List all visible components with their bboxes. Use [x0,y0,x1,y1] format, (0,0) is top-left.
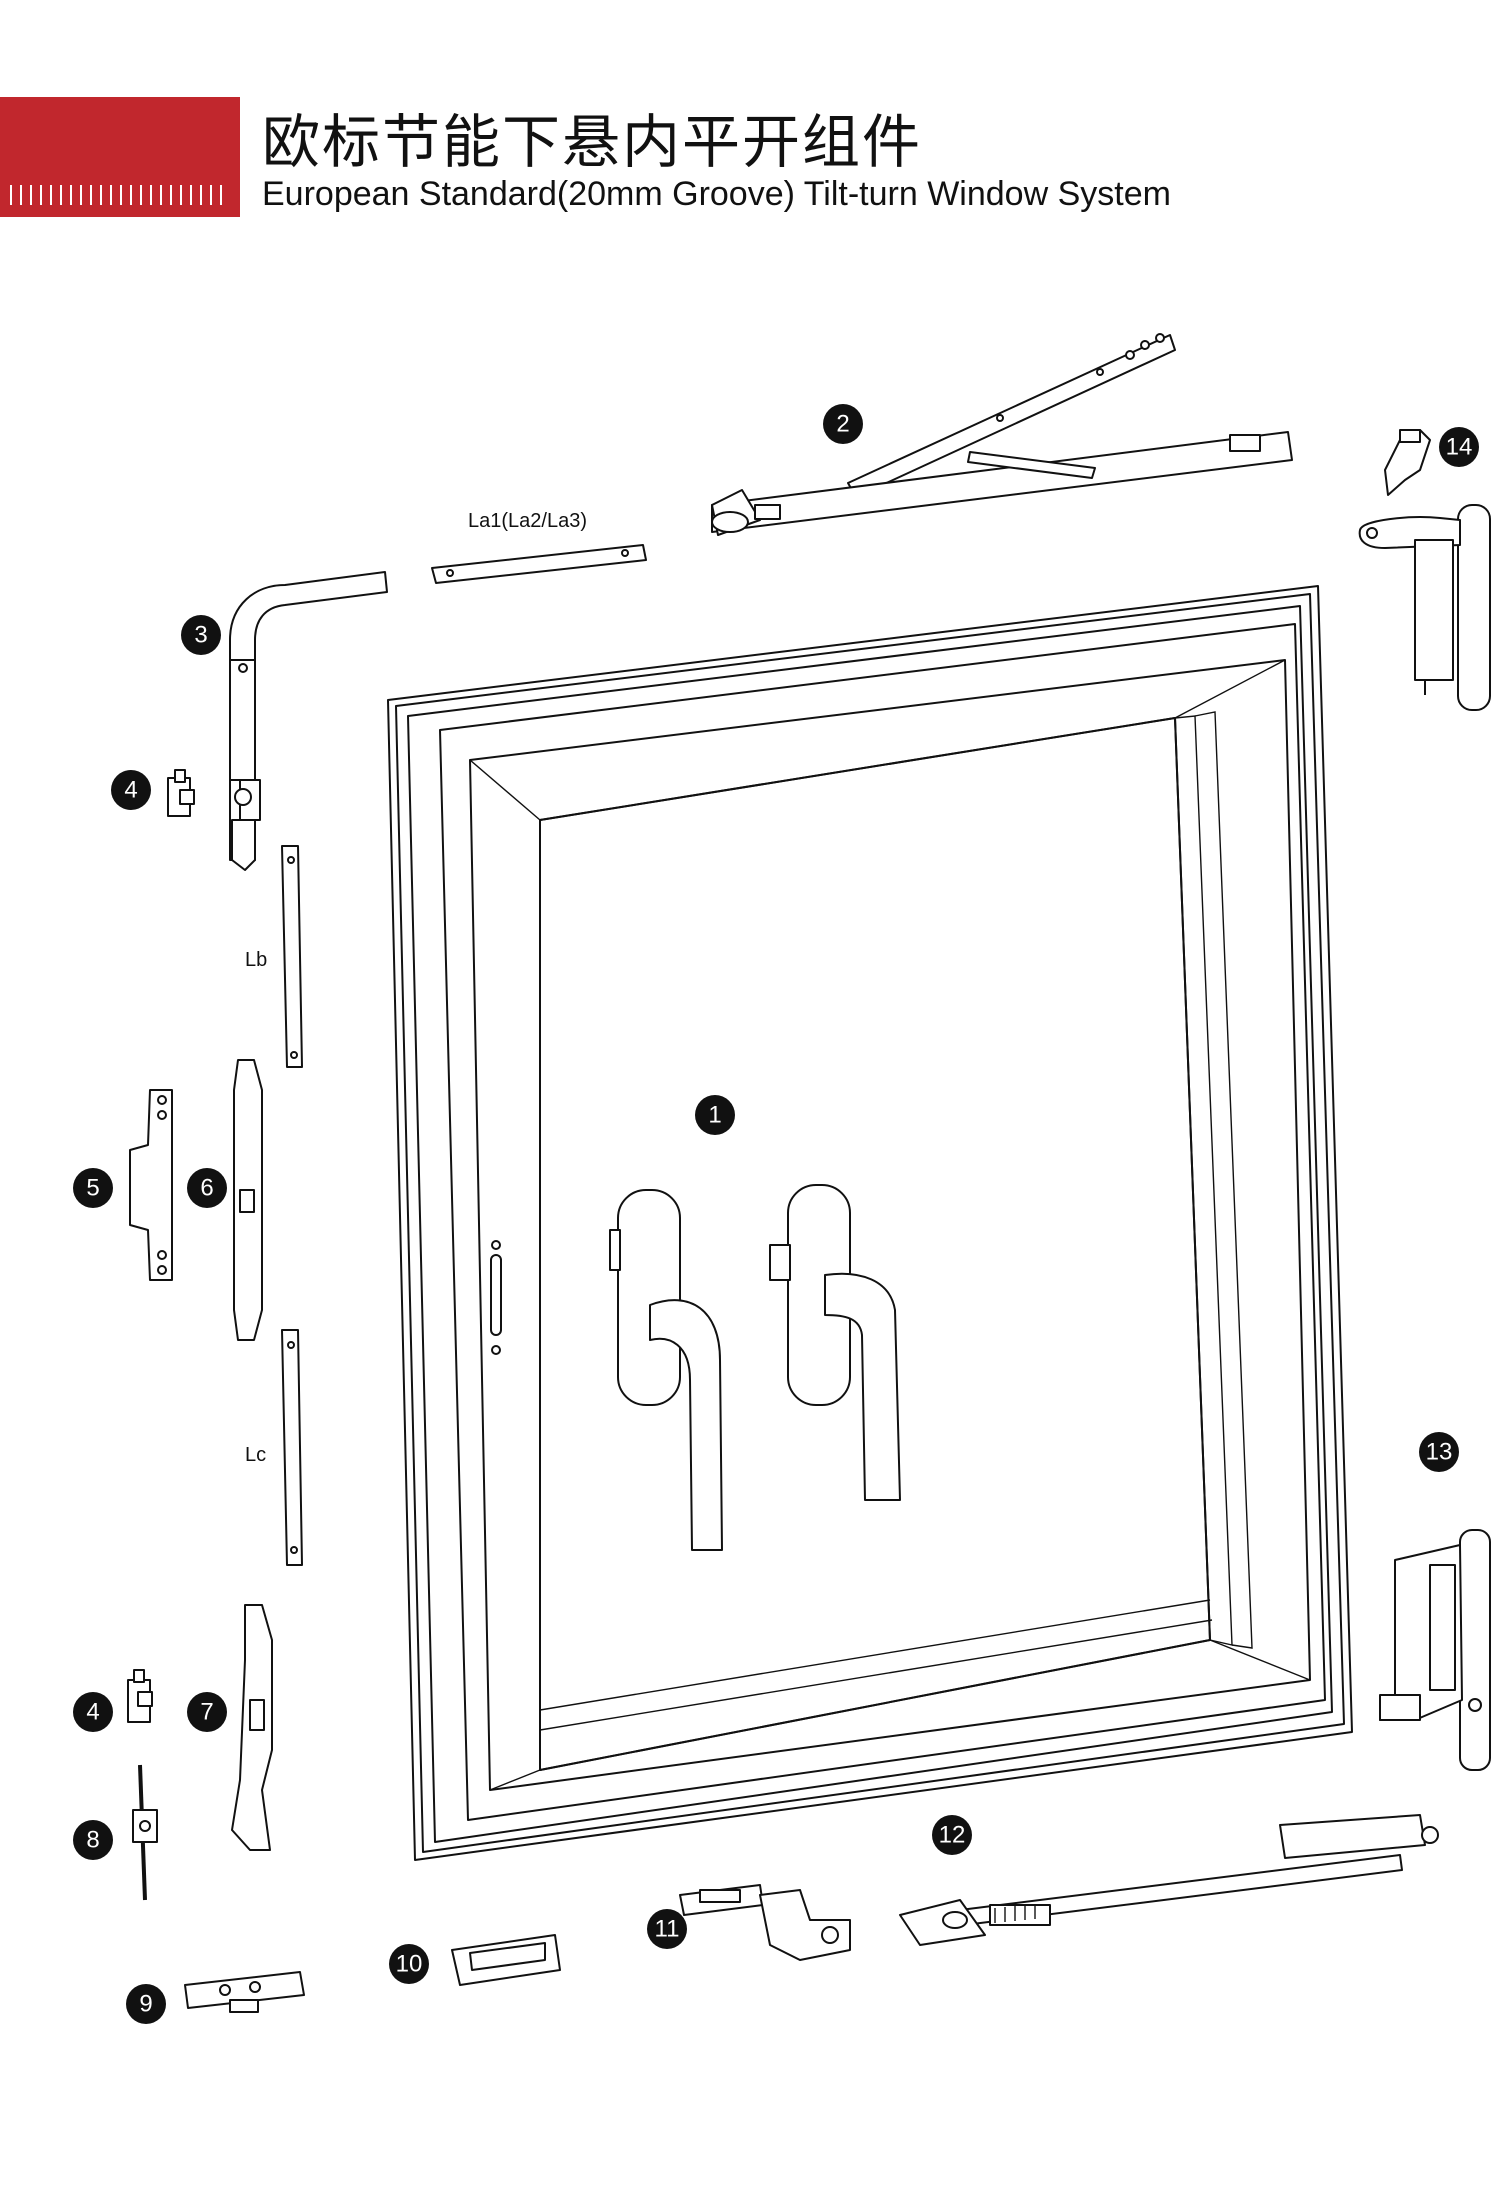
callout-14: 14 [1439,427,1479,467]
callout-1: 1 [695,1095,735,1135]
svg-text:2: 2 [836,411,849,438]
svg-text:7: 7 [200,1699,213,1726]
callout-3: 3 [181,615,221,655]
callout-4-top: 4 [111,770,151,810]
callout-11: 11 [647,1909,687,1949]
part-14-top-hinge [1358,429,1491,711]
svg-text:12: 12 [939,1822,966,1849]
callout-8: 8 [73,1820,113,1860]
svg-text:11: 11 [655,1916,680,1943]
part-4-keeper-bottom [127,1669,153,1723]
svg-text:3: 3 [194,622,207,649]
part-13-bottom-hinge [1379,1529,1491,1771]
part-6-espag [233,1059,263,1341]
handle-back [769,1184,901,1501]
label-lb: Lb [245,949,267,971]
svg-text:14: 14 [1446,434,1473,461]
label-la: La1(La2/La3) [468,510,587,532]
label-lc: Lc [245,1444,266,1466]
window-frame [387,585,1353,1861]
svg-text:4: 4 [124,777,137,804]
part-11-tilt-lock [679,1884,851,1961]
part-7-corner-lower [231,1604,273,1851]
svg-text:8: 8 [86,1827,99,1854]
callout-7: 7 [187,1692,227,1732]
part-12-scissor-arm [899,1814,1439,1946]
svg-text:1: 1 [708,1102,721,1129]
callout-6: 6 [187,1168,227,1208]
part-lc-bar [281,1329,303,1566]
svg-text:5: 5 [86,1175,99,1202]
callout-12: 12 [932,1815,972,1855]
part-3-corner-drive [229,571,388,871]
callout-9: 9 [126,1984,166,2024]
title-english: European Standard(20mm Groove) Tilt-turn… [262,175,1171,213]
callout-4-bottom: 4 [73,1692,113,1732]
part-5-strike [129,1089,173,1281]
callout-13: 13 [1419,1432,1459,1472]
svg-text:6: 6 [200,1175,213,1202]
svg-text:10: 10 [396,1951,423,1978]
callout-5: 5 [73,1168,113,1208]
title-chinese: 欧标节能下悬内平开组件 [262,108,923,176]
svg-text:9: 9 [139,1991,152,2018]
part-4-keeper-top [167,769,195,817]
handle-front [609,1189,723,1551]
callout-10: 10 [389,1944,429,1984]
header-tick-pattern [10,185,230,205]
part-2-stay-arm [711,333,1293,536]
part-8-rod [132,1764,158,1901]
part-lb-bar [281,845,303,1068]
part-la-bar [431,544,647,584]
svg-text:13: 13 [1426,1439,1453,1466]
part-9-bottom-keeper [184,1971,305,2013]
callout-2: 2 [823,404,863,444]
svg-text:4: 4 [86,1699,99,1726]
part-10-support [451,1934,561,1986]
